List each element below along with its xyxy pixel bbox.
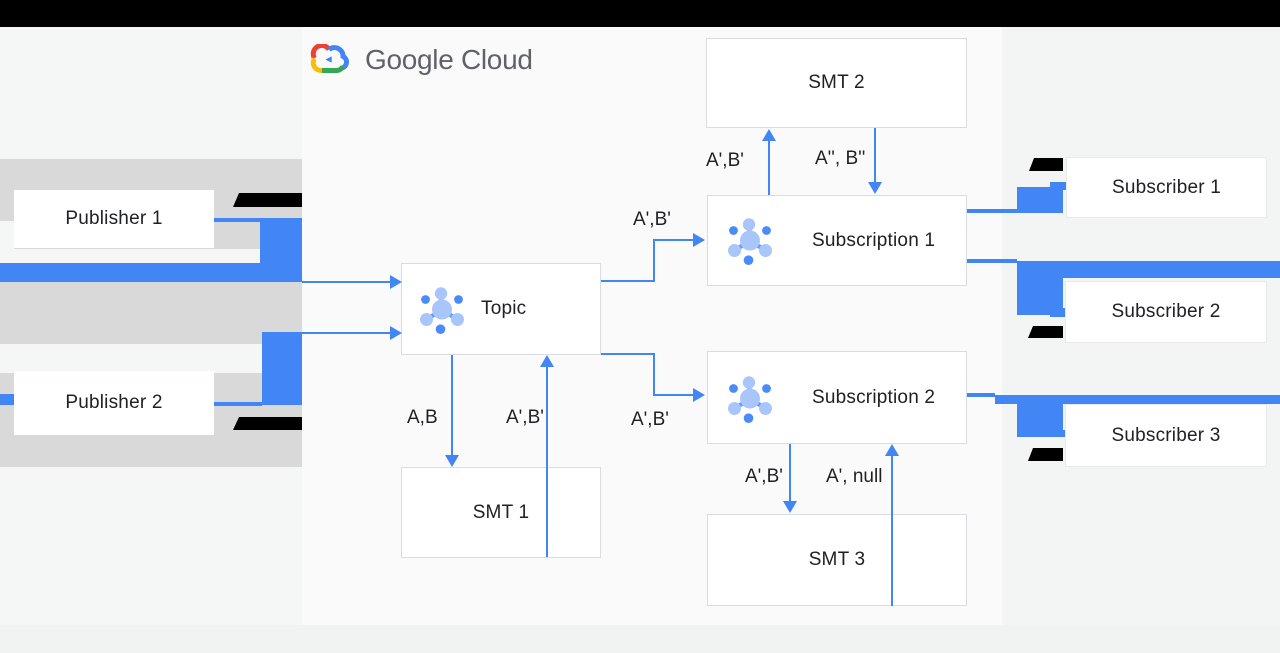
subscriber1-node: Subscriber 1	[1066, 157, 1267, 218]
subscriber3-node: Subscriber 3	[1065, 404, 1267, 467]
topic-node: Topic	[401, 263, 601, 355]
subscription2-node: Subscription 2	[707, 351, 967, 444]
arrow-subscription1-to-smt2	[768, 140, 770, 195]
topic-label: Topic	[481, 298, 527, 319]
subscriber2-thick-blue-bar	[1017, 261, 1280, 278]
subscription1-node: Subscription 1	[707, 195, 967, 286]
subscriber2-node: Subscriber 2	[1065, 281, 1267, 343]
arrow-topic-to-smt1	[451, 355, 453, 456]
subscriber3-label: Subscriber 3	[1111, 424, 1221, 446]
black-mark	[233, 193, 302, 207]
subscriber3-thin-blue-line	[967, 393, 995, 397]
smt2-label: SMT 2	[808, 72, 865, 93]
arrow-topic-to-subscription1	[653, 239, 655, 282]
arrowhead-icon	[693, 233, 705, 247]
arrow-smt1-to-topic	[546, 366, 548, 557]
arrow-subscription2-to-smt3	[789, 444, 791, 502]
publisher1-thin-blue-line	[214, 218, 260, 222]
arrow-publisher2-to-topic	[302, 332, 391, 334]
top-black-bar	[0, 0, 1280, 27]
smt1-label: SMT 1	[472, 501, 530, 523]
publisher2-node: Publisher 2	[14, 371, 214, 435]
publisher2-left-blue-stub	[0, 394, 14, 405]
arrow-publisher1-to-topic	[302, 281, 391, 283]
publisher2-label: Publisher 2	[65, 392, 163, 413]
edge-label-smt2-subscription1: A'', B''	[815, 148, 866, 169]
pubsub-subscription-icon	[726, 375, 774, 423]
arrowhead-icon	[868, 182, 882, 194]
publisher2-thin-blue-line	[214, 402, 262, 406]
publisher1-thick-blue-bar	[0, 263, 260, 282]
black-mark	[1028, 448, 1063, 461]
subscriber1-blue-step	[1050, 182, 1066, 190]
subscription1-label: Subscription 1	[812, 229, 936, 251]
subscriber3-blue-step	[1050, 430, 1066, 437]
pubsub-topic-icon	[418, 286, 466, 334]
edge-label-topic-subscription2: A',B'	[631, 409, 669, 430]
subscriber1-thick-blue-block	[1017, 187, 1063, 213]
edge-label-topic-subscription1: A',B'	[633, 209, 671, 230]
subscription2-label: Subscription 2	[812, 386, 936, 408]
smt3-node: SMT 3	[707, 514, 967, 606]
smt1-node: SMT 1	[401, 467, 601, 558]
google-cloud-logo: Google Cloud	[309, 41, 549, 79]
light-strip	[0, 249, 260, 263]
google-cloud-logo-text: Google Cloud	[365, 44, 533, 75]
google-cloud-logo-icon	[310, 44, 349, 73]
black-mark	[233, 417, 302, 430]
subscriber2-blue-step	[1050, 308, 1066, 317]
arrowhead-icon	[783, 501, 797, 513]
arrowhead-icon	[693, 388, 705, 402]
arrowhead-icon	[390, 275, 402, 289]
arrow-topic-to-subscription2	[653, 353, 655, 395]
arrow-topic-to-subscription1	[653, 239, 694, 241]
arrowhead-icon	[885, 444, 899, 456]
edge-label-smt1-topic: A',B'	[506, 407, 544, 428]
pubsub-subscription-icon	[726, 217, 774, 265]
subscriber1-label: Subscriber 1	[1111, 176, 1222, 198]
edge-label-smt3-subscription2: A', null	[826, 466, 883, 487]
smt3-label: SMT 3	[808, 549, 866, 570]
edge-label-topic-smt1: A,B	[407, 407, 438, 428]
arrow-topic-to-subscription2	[653, 394, 694, 396]
subscriber2-thick-blue-block	[1017, 261, 1063, 315]
edge-label-subscription2-smt3: A',B'	[745, 466, 783, 487]
subscriber3-thick-blue-bar	[995, 395, 1280, 404]
edge-label-subscription1-smt2: A',B'	[706, 150, 744, 171]
black-mark	[1028, 326, 1063, 338]
arrowhead-icon	[445, 455, 459, 467]
arrowhead-icon	[540, 355, 554, 367]
publisher1-thick-blue-block	[260, 218, 302, 282]
arrow-smt3-to-subscription2	[891, 455, 893, 606]
publisher1-label: Publisher 1	[65, 208, 163, 229]
subscriber1-thin-blue-line	[967, 209, 1017, 213]
arrowhead-icon	[390, 326, 402, 340]
arrowhead-icon	[762, 129, 776, 141]
black-mark	[1029, 158, 1063, 171]
bottom-strip	[0, 625, 1280, 653]
arrow-topic-to-subscription1	[601, 280, 655, 282]
smt2-node: SMT 2	[706, 38, 967, 128]
publisher1-node: Publisher 1	[14, 190, 214, 248]
arrow-smt2-to-subscription1	[874, 128, 876, 183]
publisher2-thick-blue-block	[262, 332, 302, 405]
subscriber2-thin-blue-line	[967, 259, 1017, 263]
light-strip	[0, 344, 262, 373]
arrow-topic-to-subscription2	[601, 353, 655, 355]
subscriber2-label: Subscriber 2	[1111, 301, 1221, 322]
